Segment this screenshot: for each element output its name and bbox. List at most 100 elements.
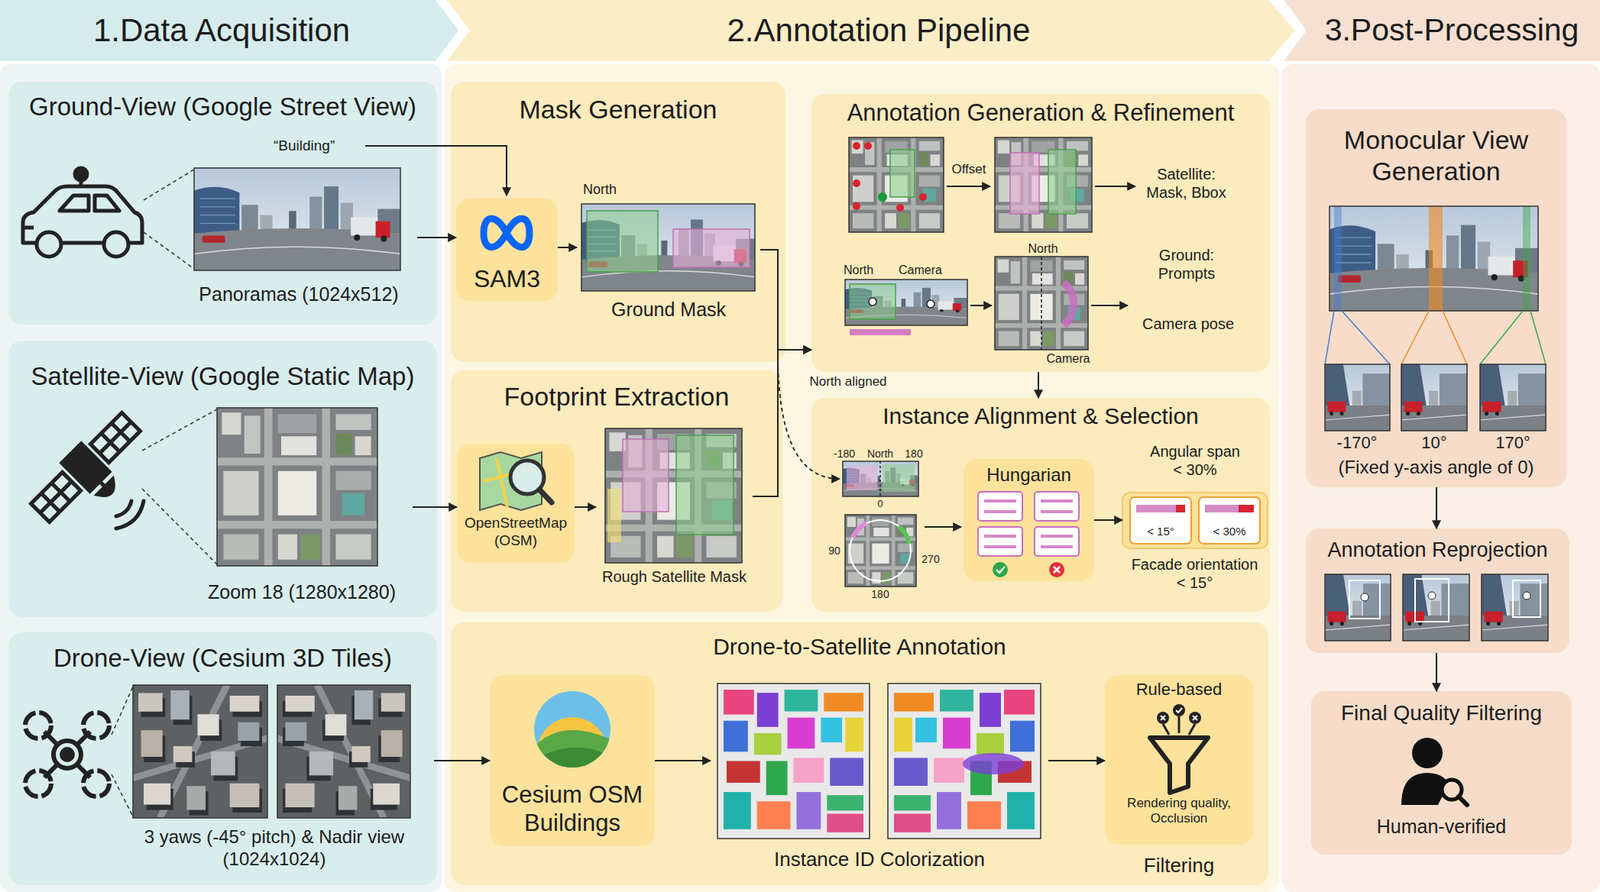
node-title: Final Quality Filtering [1311,700,1572,727]
node-title: Mask Generation [450,93,786,126]
rough-mask-image [605,428,742,564]
hungarian-matrix [1049,562,1065,578]
flow-arrow [1037,372,1040,399]
drone-icon [44,731,91,778]
refinement-images [994,137,1092,233]
node-title: Hungarian [963,464,1095,487]
flow-arrow [1435,653,1438,692]
header-shape [0,0,459,62]
refinement-images [864,142,872,150]
filter-criteria [1175,505,1186,513]
annotation-label: 10° [1411,433,1458,454]
drone-images [277,685,411,819]
node-text: < 15° [1130,524,1192,539]
column-backgrounds [0,64,442,892]
satellite-image [217,408,378,567]
refinement-images [848,137,944,233]
annotation-label: North [861,447,900,461]
satellite-image [217,408,378,567]
annotation-label: (Fixed y-axis angle of 0) [1308,456,1565,480]
refinement-images [926,300,935,308]
reprojection-views [1324,574,1391,642]
monocular-views [1480,364,1546,431]
node-title: Angular span < 30% [1146,442,1244,480]
header-shape [1283,0,1600,62]
refinement-images [877,192,888,202]
annotation-label: Satellite: Mask, Bbox [1138,165,1235,202]
rough-mask-image [676,435,734,535]
funnel-icon [1172,704,1186,717]
annotation-label: 180 [864,588,896,602]
ground-mask-image [581,204,755,292]
monocular-views [1334,206,1342,311]
monocular-views [1324,364,1390,431]
satellite-image [217,408,378,567]
reprojection-views [1522,592,1531,600]
instance-id-images [887,683,1041,839]
refinement-images [845,279,968,326]
panorama-image [194,168,401,271]
refinement-images [994,256,1089,350]
node-title: 2.Annotation Pipeline [477,11,1280,50]
monocular-views [1428,206,1443,311]
refinement-images [849,284,896,320]
drone-icon [61,749,73,761]
alignment-images [845,514,917,587]
refinement-images [849,329,911,336]
node-title: Rule-based [1104,680,1254,700]
annotation-label: Camera pose [1130,314,1246,334]
node-title: 1.Data Acquisition [15,11,428,50]
instance-id-images [717,683,870,839]
alignment-images [882,464,915,493]
refinement-images [890,149,915,198]
annotation-label: Ground: Prompts [1136,246,1237,283]
reprojection-views [1349,580,1380,619]
monocular-views [1329,206,1539,311]
ground-mask-image [581,204,755,292]
node-title: 3 yaws (-45° pitch) & Nadir view (1024x1… [114,826,435,872]
annotation-label: Offset [945,161,992,178]
filter-criteria [1136,505,1186,513]
header-shape [446,0,1296,62]
monocular-views [1401,364,1468,431]
node-title: Cesium OSM Buildings [489,780,655,838]
reprojection-views [1402,574,1470,642]
hungarian-matrix [1034,492,1079,522]
reprojection-views [1481,574,1549,642]
reprojection-views [1415,579,1449,622]
drone-images [132,685,268,819]
node-text: Facade orientation < 15° [1127,555,1262,593]
flow-arrow [1048,760,1105,762]
annotation-label: 0 [872,498,888,511]
refinement-arrows [1094,185,1136,188]
flow-arrow [434,760,490,762]
refinement-images [848,137,944,233]
reprojection-views [1402,574,1470,642]
refinement-images [896,204,904,212]
rough-mask-image [605,428,742,564]
filter-criteria [1130,497,1192,545]
reprojection-views [1324,574,1391,642]
refinement-images [852,142,861,150]
node-title: Footprint Extraction [450,381,783,413]
rough-mask-image [607,489,622,543]
instance-id-images [717,683,870,839]
instance-id-images [887,683,1041,839]
annotation-label: 170° [1489,433,1536,454]
node-title: Ground-View (Google Street View) [12,91,433,123]
node-title: Zoom 18 (1280x1280) [191,580,413,604]
filter-criteria [1122,492,1268,549]
node-title: Rough Satellite Mask [595,567,753,587]
node-title: Annotation Generation & Refinement [811,98,1270,127]
rough-mask-image [605,428,742,564]
alignment-images [846,466,878,491]
node-title: North [582,181,675,199]
drone-images [132,685,268,819]
column-backgrounds [1282,64,1600,892]
monocular-views [1401,364,1468,431]
node-title: Monocular View Generation [1305,124,1567,188]
car-icon [36,232,62,257]
node-title: Satellite-View (Google Static Map) [12,361,433,392]
node-title: Panoramas (1024x512) [180,282,418,306]
header-band: 3.Post-Processing [1283,0,1600,62]
